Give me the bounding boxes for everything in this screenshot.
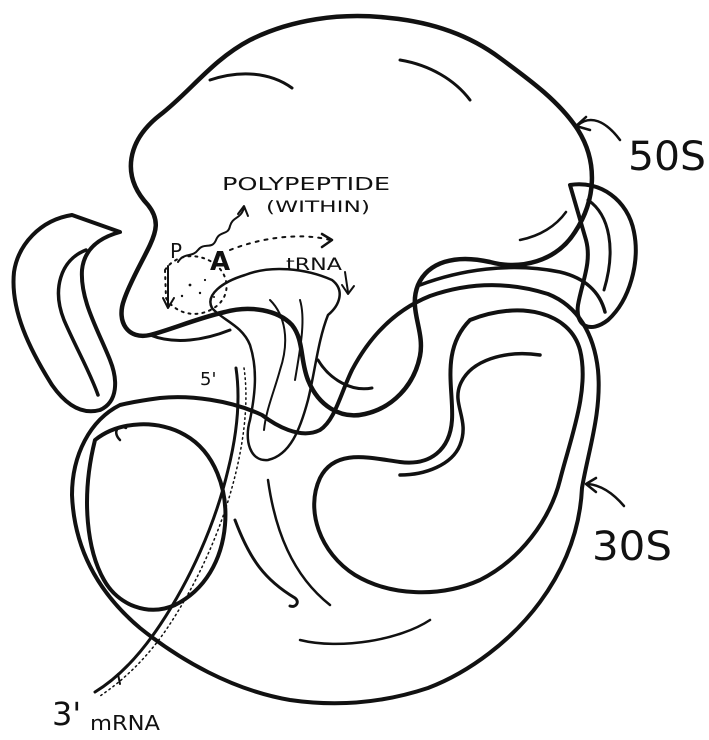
- large-subunit-left-arm: [13, 215, 120, 411]
- label-three-prime: 3': [52, 695, 81, 733]
- label-50s: 50S: [628, 134, 706, 180]
- label-30s: 30S: [592, 524, 672, 570]
- label-polypeptide-note: (WITHIN): [266, 197, 370, 216]
- label-mrna: mRNA: [90, 711, 160, 735]
- label-five-prime: 5': [200, 369, 216, 390]
- small-subunit-left-lobe: [87, 424, 225, 609]
- small-subunit-30s: [72, 285, 599, 703]
- label-p-site: P: [170, 239, 182, 263]
- label-trna: tRNA: [286, 255, 342, 275]
- label-polypeptide: POLYPEPTIDE: [222, 174, 390, 195]
- mrna-backbone: [95, 368, 238, 692]
- a-site-dashed-arrow: [230, 236, 330, 250]
- label-a-site: A: [210, 247, 230, 277]
- small-subunit-body: [72, 285, 599, 703]
- small-subunit-lobe: [314, 310, 583, 592]
- small-subunit-leader-arrow: [588, 484, 624, 506]
